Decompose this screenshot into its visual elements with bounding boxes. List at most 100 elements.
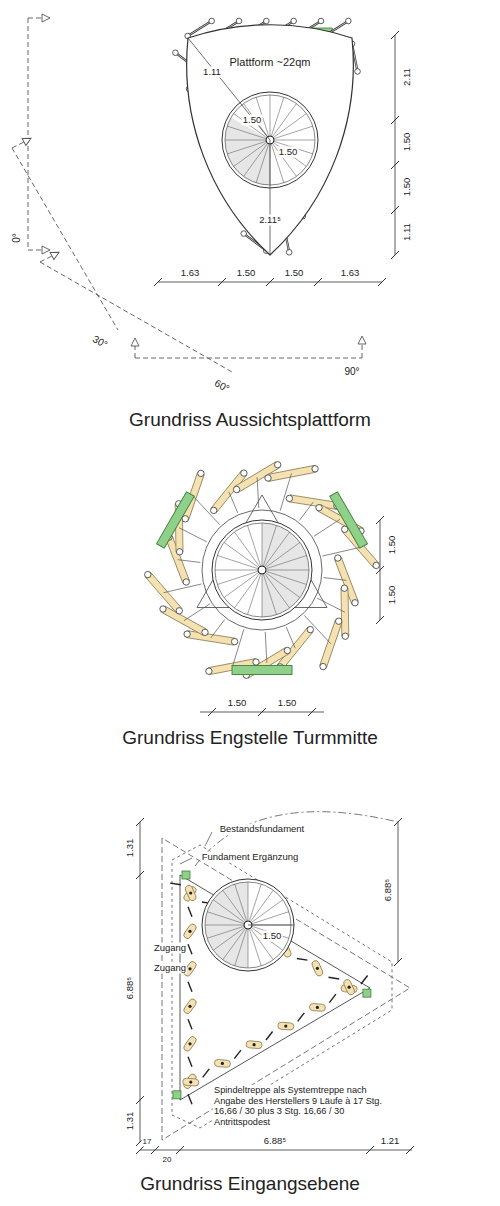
dimension-tick xyxy=(314,278,322,286)
strut-node xyxy=(336,618,342,624)
strut-node xyxy=(206,668,212,674)
section-line xyxy=(28,18,42,19)
ring-frame xyxy=(202,510,322,630)
cable xyxy=(188,1094,192,1104)
strut-node xyxy=(188,1042,191,1045)
section-line xyxy=(28,18,29,250)
strut-node xyxy=(341,585,347,591)
stair-step xyxy=(251,900,283,923)
dimension-tick xyxy=(376,566,384,574)
timber-strut xyxy=(211,471,247,513)
section-arrow xyxy=(131,338,139,346)
dimension: 1.63 xyxy=(340,268,361,279)
section-angle: 60° xyxy=(212,377,233,395)
strut-node xyxy=(342,633,348,639)
dimension-tick xyxy=(391,206,399,214)
green-beam xyxy=(330,492,368,548)
stair-shading xyxy=(262,523,309,617)
section-arrow xyxy=(42,246,50,254)
cable xyxy=(234,1050,241,1059)
stair-step xyxy=(217,571,258,584)
dimension-tick xyxy=(154,278,162,286)
strut-node xyxy=(198,470,204,476)
green-post xyxy=(173,1091,181,1099)
stair-step xyxy=(263,525,276,566)
cable xyxy=(361,975,368,984)
stair-spindle xyxy=(258,566,266,574)
cable xyxy=(299,502,313,520)
cable xyxy=(257,477,259,508)
section-line xyxy=(12,148,118,330)
green-beam xyxy=(157,492,195,548)
strut-node xyxy=(253,1043,256,1046)
stair-step xyxy=(266,571,307,584)
cable xyxy=(170,883,181,885)
strut-node xyxy=(188,967,191,970)
stair-step xyxy=(274,126,313,139)
dimension-tick xyxy=(376,616,384,624)
green-post xyxy=(363,989,371,997)
timber-strut xyxy=(311,960,324,977)
timber-strut xyxy=(183,1078,199,1086)
section-line xyxy=(12,142,24,148)
dimension: 2.11 xyxy=(402,67,413,87)
stair-step xyxy=(213,927,245,950)
cable xyxy=(179,528,207,542)
cable xyxy=(188,1019,192,1029)
dimension-line xyxy=(398,822,399,962)
stair-step xyxy=(272,104,296,137)
dimension: 1.50 xyxy=(242,115,263,126)
stair-step xyxy=(264,573,289,608)
stair-step xyxy=(224,572,259,597)
timber-strut xyxy=(184,884,197,901)
entrance-plan xyxy=(136,812,414,1154)
section-marks xyxy=(12,14,366,372)
stair-step xyxy=(274,140,315,141)
dimension-tick xyxy=(176,1146,184,1154)
dimension-tick xyxy=(308,708,316,716)
stair-step xyxy=(234,532,259,567)
dimension: 6.88⁵ xyxy=(383,878,394,902)
stair-step xyxy=(249,929,261,966)
dimension: 1.11 xyxy=(202,67,222,78)
stair-step xyxy=(265,542,300,567)
narrow-plan xyxy=(145,462,384,716)
stair-step xyxy=(251,927,283,950)
plan-caption: Grundriss Aussichtsplattform xyxy=(128,409,372,431)
dimension: 1.11 xyxy=(402,222,413,242)
timber-strut xyxy=(267,465,315,481)
access-label: Zugang xyxy=(153,943,187,954)
strut-node xyxy=(291,18,297,24)
cable xyxy=(298,1013,305,1022)
section-angle: 30° xyxy=(90,333,111,352)
timber-strut xyxy=(341,588,349,636)
stair-step xyxy=(262,523,263,566)
cable xyxy=(304,615,331,644)
timber-strut xyxy=(277,627,313,669)
strut-node xyxy=(318,18,324,24)
dimension-ray xyxy=(188,38,270,140)
dimension-tick xyxy=(376,516,384,524)
strut-node xyxy=(233,486,239,492)
cable xyxy=(193,496,220,525)
timber-strut xyxy=(187,631,236,645)
strut-node xyxy=(189,891,192,894)
dimension-tick xyxy=(151,1146,159,1154)
tower-outline xyxy=(180,875,370,1100)
strut-node xyxy=(275,462,281,468)
cable xyxy=(297,958,308,960)
stair-step xyxy=(227,141,266,154)
dimension-tick xyxy=(218,278,226,286)
strut-node xyxy=(176,608,182,614)
dimension: 1.50 xyxy=(402,132,413,153)
stair-step xyxy=(223,890,246,922)
stair-step xyxy=(249,884,261,921)
dimension-tick xyxy=(391,161,399,169)
dimension: 1.63 xyxy=(180,268,201,279)
section-line xyxy=(362,344,363,358)
cable xyxy=(164,584,202,593)
dimension-ray xyxy=(270,140,271,255)
dimension: 17 xyxy=(142,1137,153,1146)
stair-step xyxy=(235,929,247,966)
